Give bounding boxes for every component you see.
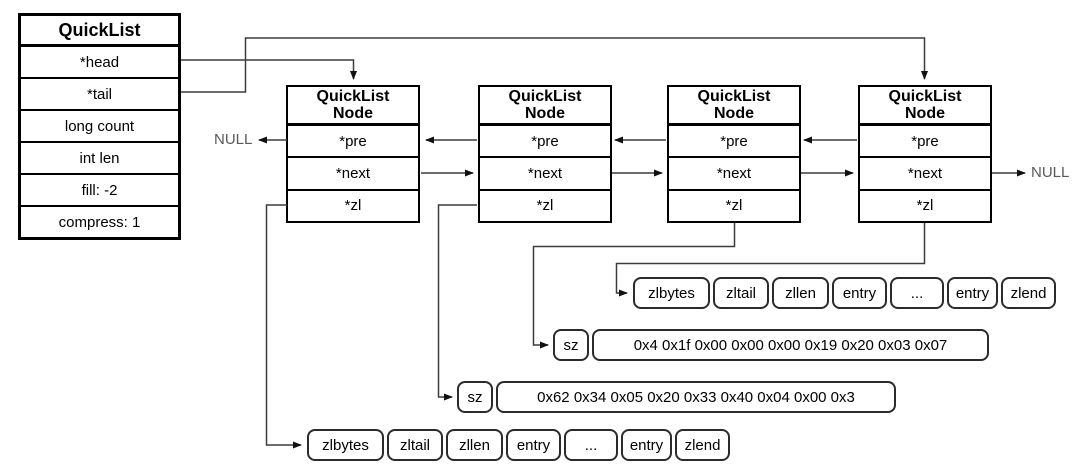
node-2-field-zl: *zl (536, 197, 554, 215)
quicklist-field-head: *head (21, 47, 178, 79)
ziplist-cell-zlbytes: zlbytes (307, 429, 384, 461)
quicklist-field-fill: fill: -2 (21, 175, 178, 207)
head-pointer-arrow (181, 59, 357, 80)
quicklist-node-4: QuickList Node *pre *next *zl (858, 85, 992, 223)
node-title-line2: Node (905, 105, 945, 122)
node-3-field-zl: *zl (725, 197, 743, 215)
node-title-line1: QuickList (888, 88, 962, 105)
quicklist-title: QuickList (21, 16, 178, 47)
ziplist-cell-zllen: zllen (446, 429, 503, 461)
node-4-field-zl: *zl (916, 197, 934, 215)
node-1-field-pre: *pre (288, 126, 418, 159)
null-label-right: NULL (1031, 164, 1070, 181)
node-4-field-pre: *pre (860, 126, 990, 159)
ziplist-cell-entry: entry (506, 429, 561, 461)
node-4-field-next: *next (860, 158, 990, 191)
node-2-title: QuickList Node (480, 87, 610, 126)
ziplist-bottom-row: zlbytes zltail zllen entry ... entry zle… (307, 429, 730, 461)
ziplist-cell-entry: entry (832, 277, 887, 309)
ziplist-cell-zltail: zltail (713, 277, 769, 309)
sz-value-1: 0x4 0x1f 0x00 0x00 0x00 0x19 0x20 0x03 0… (592, 329, 989, 361)
ziplist-cell-zltail: zltail (387, 429, 443, 461)
node-3-title: QuickList Node (669, 87, 799, 126)
node-title-line1: QuickList (697, 88, 771, 105)
ziplist-cell-zlend: zlend (675, 429, 730, 461)
ziplist-cell-zlend: zlend (1001, 277, 1056, 309)
quicklist-field-count: long count (21, 111, 178, 143)
null-label-left: NULL (214, 131, 253, 148)
quicklist-field-tail: *tail (21, 79, 178, 111)
ziplist-cell-entry: entry (947, 277, 998, 309)
node-title-line2: Node (714, 105, 754, 122)
quicklist-node-1: QuickList Node *pre *next *zl (286, 85, 420, 223)
node-title-line2: Node (525, 105, 565, 122)
node-3-field-next: *next (669, 158, 799, 191)
sz-value-2: 0x62 0x34 0x05 0x20 0x33 0x40 0x04 0x00 … (496, 381, 896, 413)
quicklist-node-3: QuickList Node *pre *next *zl (667, 85, 801, 223)
sz-label-1: sz (553, 329, 589, 361)
node-2-field-pre: *pre (480, 126, 610, 159)
node-1-title: QuickList Node (288, 87, 418, 126)
node-title-line2: Node (333, 105, 373, 122)
ziplist-top-row: zlbytes zltail zllen entry ... entry zle… (633, 277, 1056, 309)
zl-arrow-node1-to-ziplist (265, 204, 302, 449)
quicklist-field-len: int len (21, 143, 178, 175)
ziplist-cell-zlbytes: zlbytes (633, 277, 710, 309)
tail-pointer-arrow (181, 37, 928, 93)
ziplist-cell-ellipsis: ... (890, 277, 944, 309)
node-2-field-next: *next (480, 158, 610, 191)
ziplist-cell-ellipsis: ... (564, 429, 618, 461)
node-title-line1: QuickList (316, 88, 390, 105)
sz-label-2: sz (457, 381, 493, 413)
node-1-field-next: *next (288, 158, 418, 191)
node-3-field-pre: *pre (669, 126, 799, 159)
quicklist-struct: QuickList *head *tail long count int len… (18, 13, 181, 240)
zl-arrow-node2-to-sz (437, 204, 477, 401)
node-4-title: QuickList Node (860, 87, 990, 126)
quicklist-field-compress: compress: 1 (58, 213, 141, 231)
node-title-line1: QuickList (508, 88, 582, 105)
node-1-field-zl: *zl (344, 197, 362, 215)
quicklist-node-2: QuickList Node *pre *next *zl (478, 85, 612, 223)
ziplist-cell-zllen: zllen (772, 277, 829, 309)
ziplist-cell-entry: entry (621, 429, 672, 461)
